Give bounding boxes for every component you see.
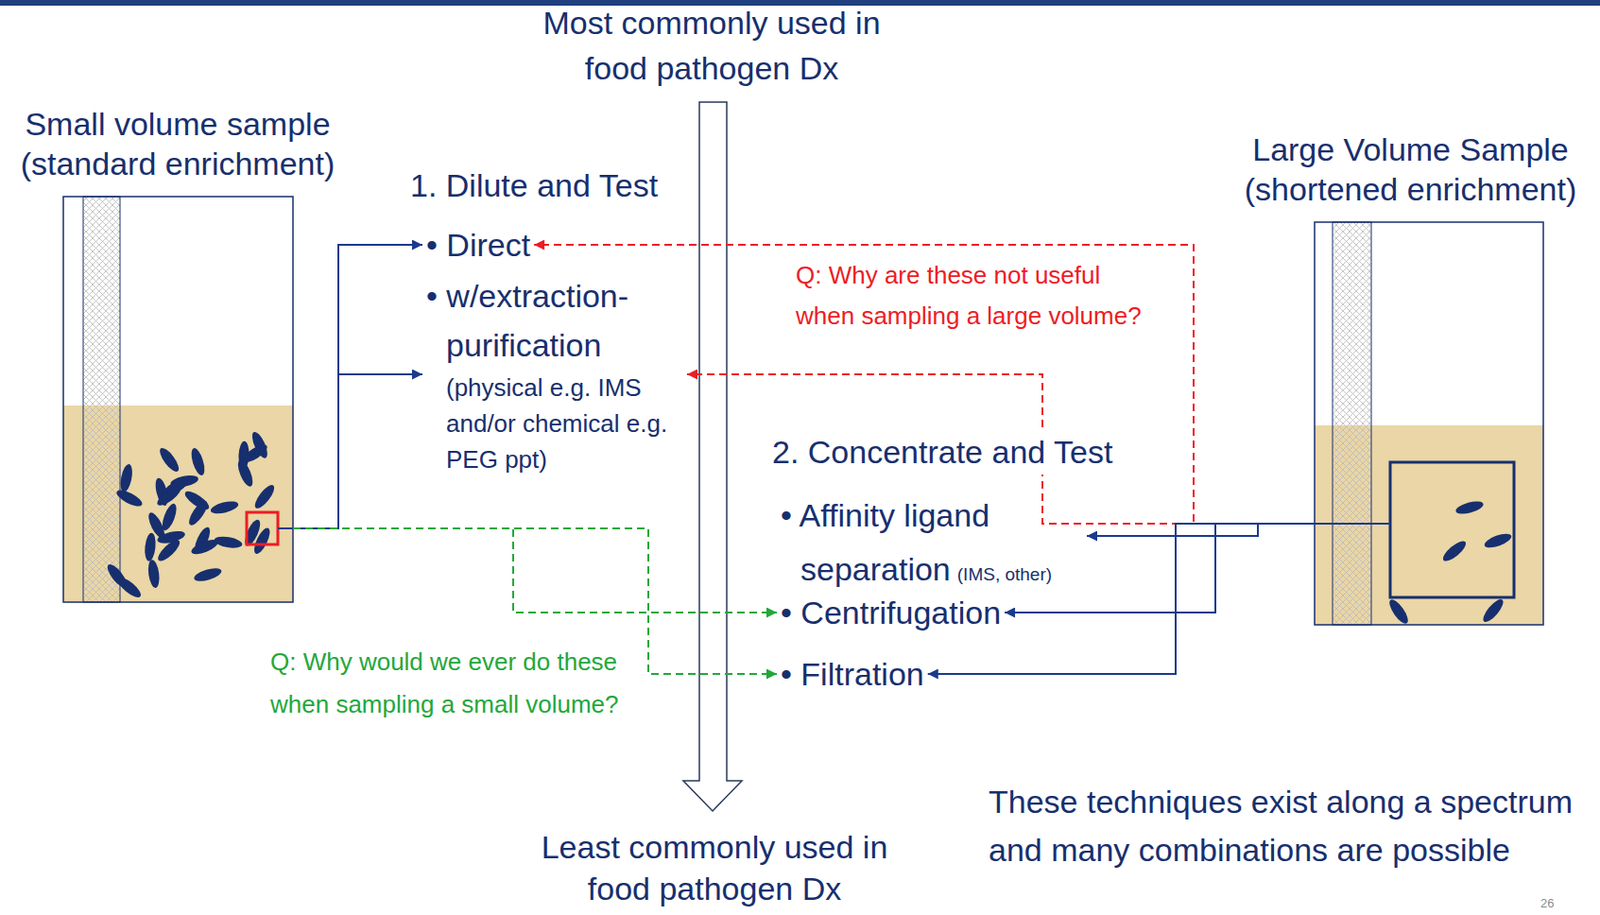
connector-arrow (1086, 523, 1315, 536)
bacteria (103, 430, 277, 601)
tube-body (1314, 222, 1544, 625)
sampled-portion (1390, 462, 1514, 598)
connector-arrow (292, 374, 423, 529)
leader-line (1314, 522, 1391, 525)
page-number: 26 (1540, 895, 1554, 912)
connector-arrow (292, 244, 423, 529)
bacterium (1440, 537, 1469, 565)
bacterium (251, 481, 277, 512)
bacterium (146, 558, 161, 588)
sample-tube: Large Volume Sample (shortened enrichmen… (1314, 222, 1544, 625)
bacterium (186, 498, 211, 528)
sample-tube-drawing (63, 196, 293, 603)
connector-arrow (292, 528, 777, 613)
spectrum-arrow (683, 102, 742, 811)
bacterium (143, 532, 157, 562)
connector-arrow (533, 244, 1315, 524)
method-group: 1. Dilute and Test• Direct• w/extraction… (410, 162, 658, 208)
question-note: Q: Why would we ever do these when sampl… (270, 640, 644, 726)
tube-outline (1314, 222, 1544, 625)
method-item: • Direct (426, 222, 531, 268)
method-label: 2. Concentrate and Test (772, 429, 1113, 475)
axis-label: Most commonly used in food pathogen Dx (522, 0, 901, 91)
axis-label: Least commonly used in food pathogen Dx (525, 825, 904, 910)
bacterium (189, 447, 207, 478)
method-note: (IMS, other) (957, 564, 1052, 585)
bacterium (189, 536, 221, 557)
bacterium (192, 565, 224, 584)
method-label: • Direct (426, 222, 531, 268)
method-item: • Affinity ligand separation(IMS, other) (780, 491, 1084, 600)
bacterium (1454, 498, 1485, 517)
bacterium (1386, 597, 1411, 627)
bacterium (118, 463, 134, 494)
question-note: Q: Why are these not useful when samplin… (795, 255, 1153, 337)
method-label: • Filtration (780, 651, 925, 697)
sample-tube-drawing (1314, 222, 1544, 626)
bacterium (154, 482, 185, 509)
bacterium (114, 486, 145, 510)
tube-outline (63, 196, 293, 603)
method-item: • w/extraction-purification(physical e.g… (426, 271, 684, 478)
bacterium (145, 510, 168, 541)
bacterium (169, 473, 200, 490)
bacterium (156, 445, 183, 475)
sample-heading: Large Volume Sample (shortened enrichmen… (1228, 129, 1593, 209)
tube-body (63, 196, 293, 603)
method-group: 2. Concentrate and Test• Affinity ligand… (772, 429, 1113, 475)
bacterium (1482, 531, 1514, 551)
sample-tube: Small volume sample (standard enrichment… (63, 196, 293, 603)
method-note: (physical e.g. IMS and/or chemical e.g. … (446, 369, 684, 478)
method-item: • Filtration (780, 651, 925, 697)
sample-strip (1332, 222, 1372, 625)
bacterium (115, 574, 144, 602)
bacterium (1479, 596, 1507, 625)
method-label: 1. Dilute and Test (410, 162, 658, 208)
bacteria (1386, 498, 1514, 627)
bacterium (209, 498, 241, 517)
sampled-portion (246, 512, 278, 545)
method-label: • w/extraction-purification (446, 271, 684, 370)
sample-strip (83, 196, 121, 603)
method-label: • Centrifugation (780, 589, 1001, 636)
leader-line (277, 527, 293, 530)
note: These techniques exist along a spectrum … (988, 777, 1590, 875)
bacterium (240, 441, 270, 465)
method-item: • Centrifugation (780, 589, 1001, 636)
sample-heading: Small volume sample (standard enrichment… (7, 103, 348, 184)
